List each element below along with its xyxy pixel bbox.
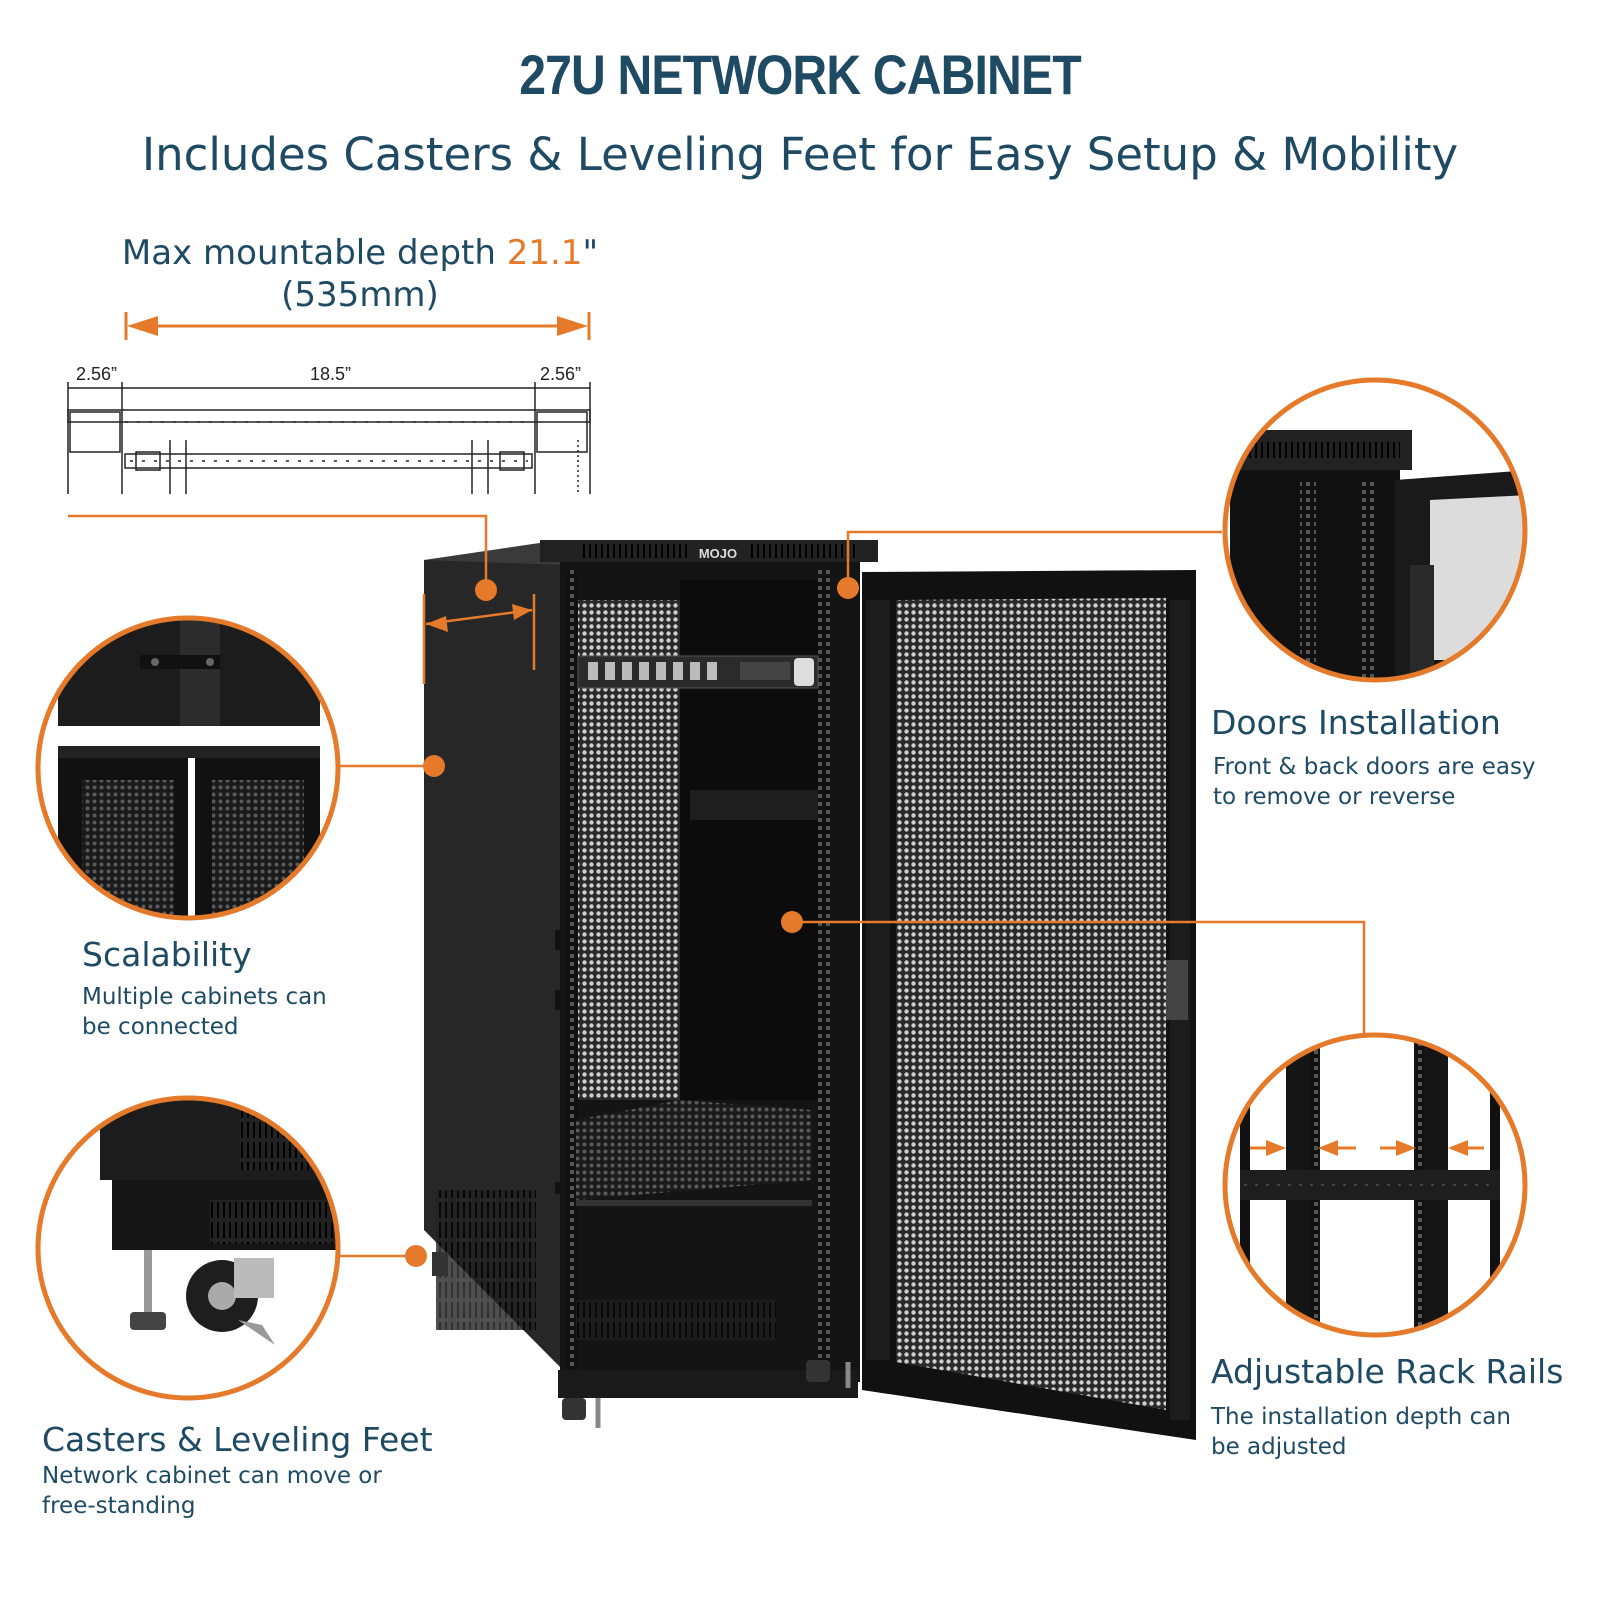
dim-left: 2.56” [76, 364, 118, 384]
cabinet: MOJO [424, 540, 1196, 1440]
depth-label: Max mountable depth 21.1" (535mm) [90, 232, 630, 316]
depth-arrow [124, 312, 591, 340]
rails-desc-1: The installation depth can [1211, 1404, 1511, 1430]
rails-desc-2: be adjusted [1211, 1434, 1347, 1460]
doors-title: Doors Installation [1211, 703, 1501, 742]
page-title: 27U NETWORK CABINET [519, 43, 1081, 106]
depth-unit: " [582, 233, 599, 273]
scalability-desc-1: Multiple cabinets can [82, 984, 327, 1010]
dim-middle: 18.5” [310, 364, 352, 384]
brand-logo: MOJO [699, 546, 737, 561]
depth-metric: (535mm) [281, 275, 439, 315]
rails-circle [1222, 1032, 1528, 1338]
scalability-circle [35, 615, 341, 921]
scalability-title: Scalability [82, 935, 252, 974]
doors-circle [1222, 377, 1528, 683]
rails-title: Adjustable Rack Rails [1211, 1352, 1564, 1391]
callout-dots [405, 577, 859, 1267]
casters-desc-2: free-standing [42, 1493, 196, 1519]
page-subtitle: Includes Casters & Leveling Feet for Eas… [141, 128, 1459, 181]
doors-desc-1: Front & back doors are easy [1213, 754, 1536, 780]
casters-circle [35, 1095, 341, 1401]
depth-prefix: Max mountable depth [121, 233, 507, 273]
casters-title: Casters & Leveling Feet [42, 1420, 433, 1459]
depth-diagram [67, 382, 591, 494]
depth-value: 21.1 [506, 233, 583, 273]
scalability-desc-2: be connected [82, 1014, 239, 1040]
casters-desc-1: Network cabinet can move or [42, 1463, 382, 1489]
dim-right: 2.56” [540, 364, 582, 384]
doors-desc-2: to remove or reverse [1213, 784, 1456, 810]
